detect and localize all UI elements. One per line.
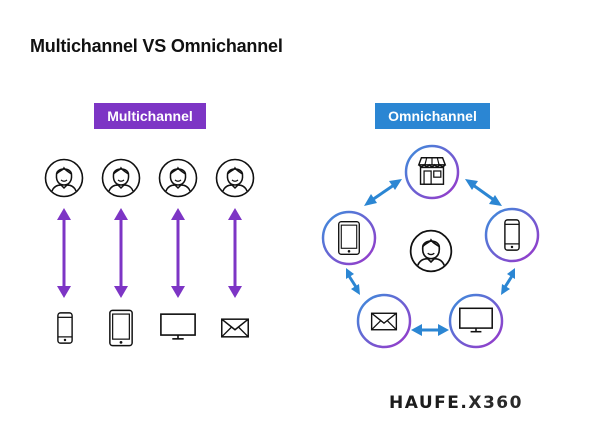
double-arrow — [57, 208, 71, 298]
haufe-x360-logo: HAUFE.X360 — [389, 393, 523, 413]
double-arrow — [411, 324, 449, 336]
omni-node-tablet — [321, 210, 377, 266]
tablet-icon — [109, 309, 133, 347]
omnichannel-arrows — [346, 179, 515, 336]
omni-node-monitor — [448, 293, 504, 349]
person-icon — [409, 229, 453, 273]
omnichannel-label: Omnichannel — [375, 103, 490, 129]
double-arrow — [346, 268, 360, 295]
double-arrow — [228, 208, 242, 298]
person-icon — [44, 158, 84, 198]
omni-node-smartphone — [484, 207, 540, 263]
omni-node-store — [404, 144, 460, 200]
double-arrow — [114, 208, 128, 298]
multichannel-arrows — [57, 208, 242, 298]
smartphone-icon — [504, 219, 520, 251]
omni-node-envelope — [356, 293, 412, 349]
person-icon — [158, 158, 198, 198]
person-icon — [215, 158, 255, 198]
multichannel-label: Multichannel — [94, 103, 206, 129]
monitor-icon — [459, 307, 493, 333]
envelope-icon — [220, 318, 250, 338]
double-arrow — [465, 179, 502, 206]
tablet-icon — [337, 220, 361, 256]
double-arrow — [171, 208, 185, 298]
smartphone-icon — [57, 312, 73, 344]
person-icon — [101, 158, 141, 198]
double-arrow — [364, 179, 402, 206]
page-title: Multichannel VS Omnichannel — [30, 36, 283, 56]
envelope-icon — [370, 312, 398, 331]
monitor-icon — [160, 313, 196, 340]
double-arrow — [501, 268, 515, 295]
